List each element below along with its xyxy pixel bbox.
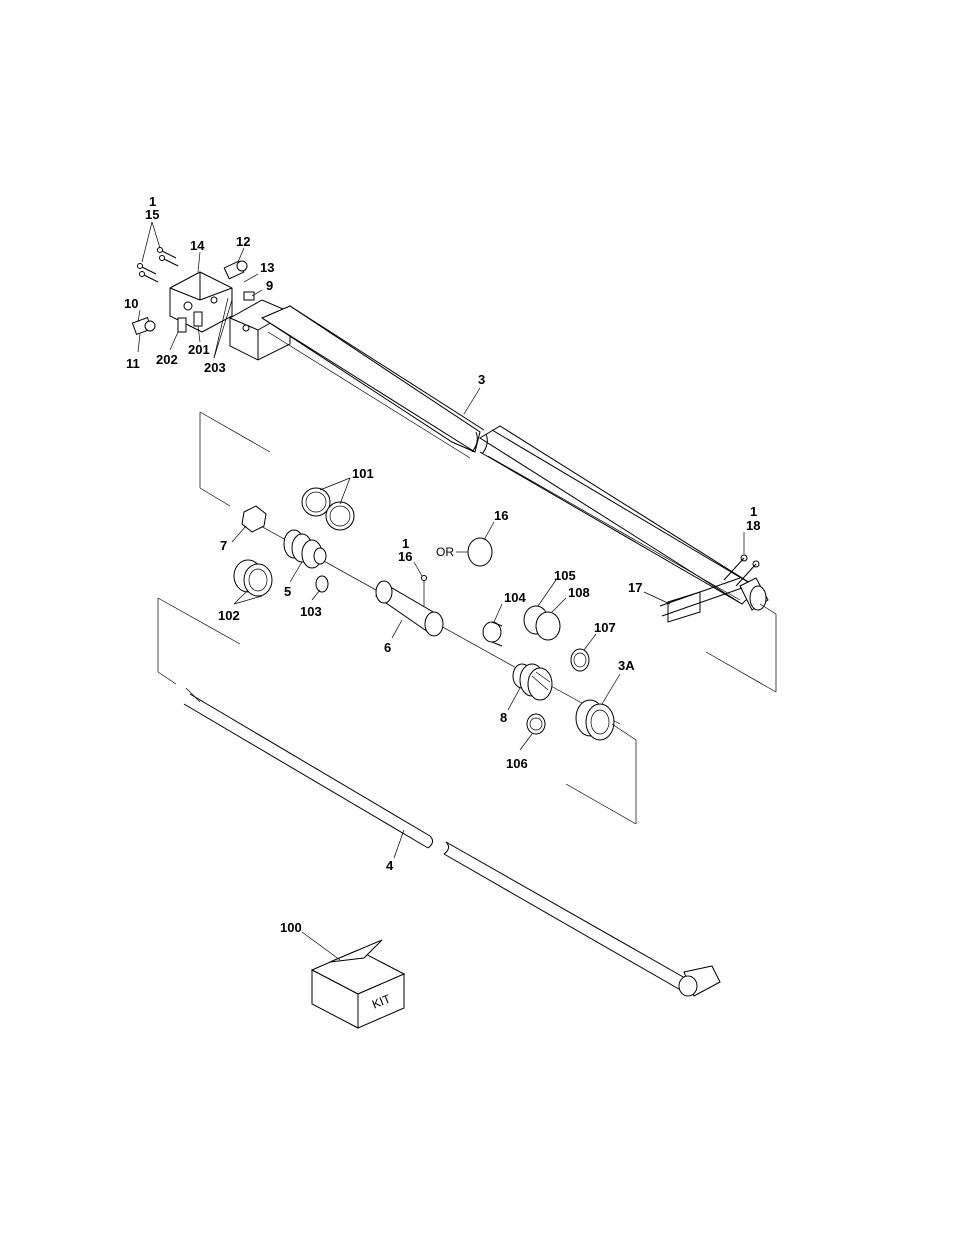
piston-rod-4 [183,687,721,997]
callout-1-top: 1 [149,194,156,209]
callout-8: 8 [500,710,507,725]
cylinder-barrel-3 [260,305,769,611]
callout-18: 18 [746,518,760,533]
seals-105-108 [523,605,561,641]
callout-7: 7 [220,538,227,553]
callout-16-setscrew: 16 [398,549,412,564]
fitting-10 [131,316,156,336]
callout-1-middle: 1 [402,536,409,551]
callout-104: 104 [504,590,526,605]
screws-15 [137,247,179,283]
fitting-12 [223,260,248,280]
piston-5 [283,529,327,569]
screws-18 [723,554,760,587]
callout-103: 103 [300,604,322,619]
callout-107: 107 [594,620,616,635]
callout-leaders [137,221,745,961]
spacer-6 [375,580,444,637]
callout-5: 5 [284,584,291,599]
callout-105: 105 [554,568,576,583]
callout-13: 13 [260,260,274,275]
o-ring-16 [467,537,493,567]
callout-9: 9 [266,278,273,293]
callout-11: 11 [126,356,140,371]
end-cap-3a [575,699,615,741]
callout-1-right: 1 [750,504,757,519]
callout-4: 4 [386,858,394,873]
cylinder-head-block [169,271,291,361]
callout-101: 101 [352,466,374,481]
nut-7 [241,505,267,533]
wiper-107 [570,648,590,672]
gland-8 [512,663,553,701]
callout-10: 10 [124,296,138,311]
fitting-9 [243,291,255,301]
callout-3a: 3A [618,658,635,673]
wear-rings-101 [301,487,355,531]
setscrew-16 [421,575,427,606]
callout-106: 106 [506,756,528,771]
callout-102: 102 [218,608,240,623]
seals-102 [233,559,273,597]
callout-108: 108 [568,585,590,600]
callout-or: OR [436,545,454,559]
seal-kit-box-100: KIT [310,939,406,1029]
callout-3: 3 [478,372,485,387]
assembly-guide-lines [157,411,777,825]
plate-17 [659,577,743,623]
bushing-104 [482,621,503,647]
o-ring-103 [315,575,329,593]
callout-14: 14 [190,238,205,253]
callout-202: 202 [156,352,178,367]
callout-201: 201 [188,342,210,357]
callout-6: 6 [384,640,391,655]
callout-15: 15 [145,207,159,222]
callout-100: 100 [280,920,302,935]
callout-16-oring: 16 [494,508,508,523]
kit-box-label: KIT [370,991,393,1011]
callout-12: 12 [236,234,250,249]
callout-203: 203 [204,360,226,375]
callout-17: 17 [628,580,642,595]
ring-106 [526,713,546,735]
